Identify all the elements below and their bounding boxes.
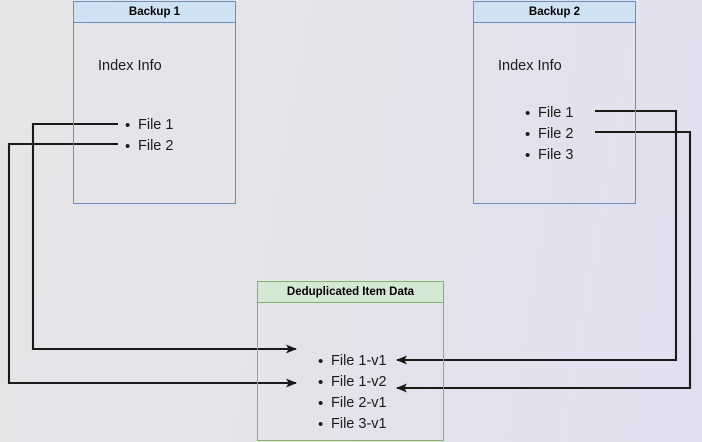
list-item: File 1 <box>525 103 574 124</box>
list-item: File 1-v1 <box>318 351 387 372</box>
list-item: File 2 <box>125 136 174 157</box>
node-backup-1-file-list: File 1 File 2 <box>120 115 174 157</box>
node-backup-2-header: Backup 2 <box>474 2 635 23</box>
node-backup-2-body: Index Info File 1 File 2 File 3 <box>474 23 635 203</box>
list-item: File 2 <box>525 124 574 145</box>
node-backup-1-body: Index Info File 1 File 2 <box>74 23 235 203</box>
list-item: File 3 <box>525 145 574 166</box>
list-item: File 1 <box>125 115 174 136</box>
node-backup-1[interactable]: Backup 1 Index Info File 1 File 2 <box>73 1 236 204</box>
node-backup-2-file-list: File 1 File 2 File 3 <box>520 103 574 166</box>
node-deduplicated-item-data-body: File 1-v1 File 1-v2 File 2-v1 File 3-v1 <box>258 303 443 440</box>
list-item: File 2-v1 <box>318 393 387 414</box>
node-backup-1-header: Backup 1 <box>74 2 235 23</box>
node-backup-2-title: Index Info <box>498 58 562 74</box>
node-backup-2[interactable]: Backup 2 Index Info File 1 File 2 File 3 <box>473 1 636 204</box>
node-backup-1-title: Index Info <box>98 58 162 74</box>
list-item: File 3-v1 <box>318 414 387 435</box>
node-deduplicated-item-data[interactable]: Deduplicated Item Data File 1-v1 File 1-… <box>257 281 444 441</box>
list-item: File 1-v2 <box>318 372 387 393</box>
node-deduplicated-item-data-file-list: File 1-v1 File 1-v2 File 2-v1 File 3-v1 <box>313 351 387 435</box>
node-deduplicated-item-data-header: Deduplicated Item Data <box>258 282 443 303</box>
